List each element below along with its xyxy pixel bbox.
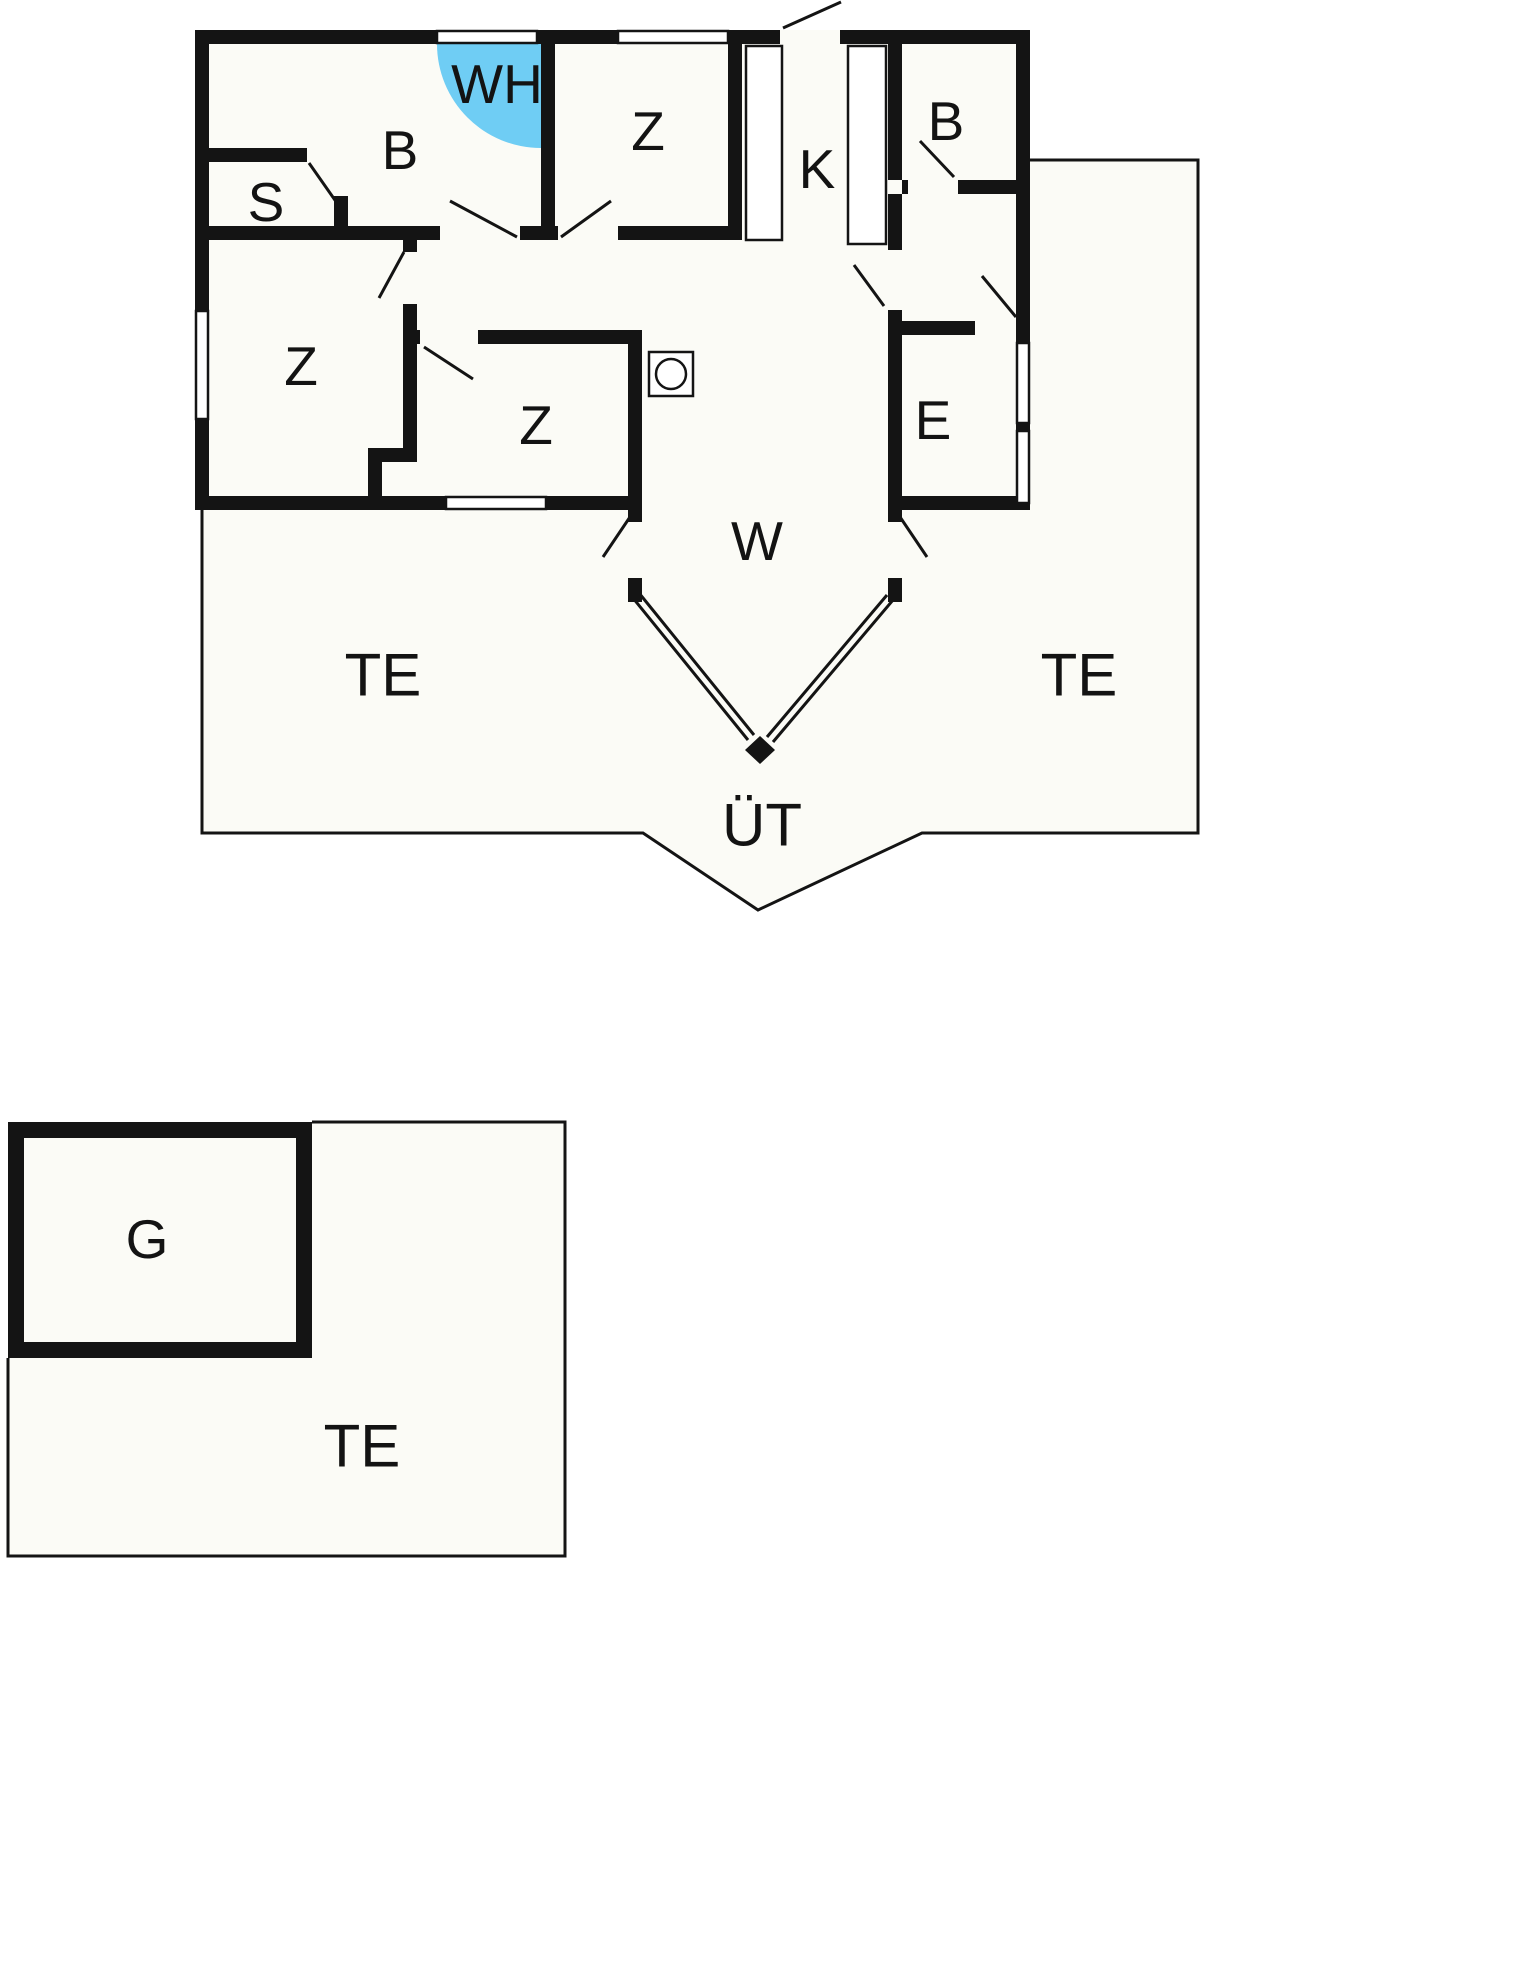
main-house-floor bbox=[195, 30, 1030, 510]
fixtures bbox=[647, 44, 888, 398]
room-label-kitchen: K bbox=[799, 138, 836, 200]
room-label-z-top: Z bbox=[631, 100, 665, 162]
kitchen-counter bbox=[744, 44, 784, 242]
window bbox=[194, 309, 210, 421]
window bbox=[1015, 341, 1031, 425]
bay-windows bbox=[631, 592, 895, 743]
room-label-entrance: E bbox=[915, 389, 952, 451]
door-swings bbox=[307, 0, 1018, 558]
room-label-bathroom-1: B bbox=[382, 119, 419, 181]
room-label-terrace-right: TE bbox=[1041, 642, 1118, 709]
room-label-garage: G bbox=[126, 1208, 169, 1270]
window bbox=[616, 29, 730, 45]
chimney bbox=[846, 44, 888, 246]
room-label-sauna: S bbox=[248, 171, 285, 233]
room-label-z-mid: Z bbox=[519, 394, 553, 456]
outbuilding-floor bbox=[8, 1122, 565, 1556]
window bbox=[435, 29, 539, 45]
walls bbox=[195, 30, 1030, 602]
washing-machine-drum-icon bbox=[654, 357, 688, 391]
room-label-covered-terrace: ÜT bbox=[722, 792, 802, 859]
terrace-floor bbox=[202, 160, 1198, 910]
windows bbox=[194, 29, 1031, 511]
room-label-bathroom-2: B bbox=[928, 90, 965, 152]
room-label-garage-terrace: TE bbox=[324, 1413, 401, 1480]
room-label-whirlpool: WH bbox=[451, 53, 543, 115]
room-label-terrace-left: TE bbox=[345, 642, 422, 709]
room-label-living-room: W bbox=[731, 510, 783, 572]
whirlpool-tub bbox=[437, 44, 541, 148]
terrace-boundary bbox=[200, 158, 1200, 912]
window bbox=[444, 495, 548, 511]
room-labels: WH B Z K B S Z Z E W TE TE ÜT G TE bbox=[126, 53, 1118, 1480]
window bbox=[1015, 429, 1031, 505]
bay-corner-post bbox=[745, 736, 775, 764]
garage-terrace-boundary bbox=[6, 1120, 567, 1558]
room-label-z-left: Z bbox=[284, 335, 318, 397]
bay-floor bbox=[635, 510, 895, 752]
